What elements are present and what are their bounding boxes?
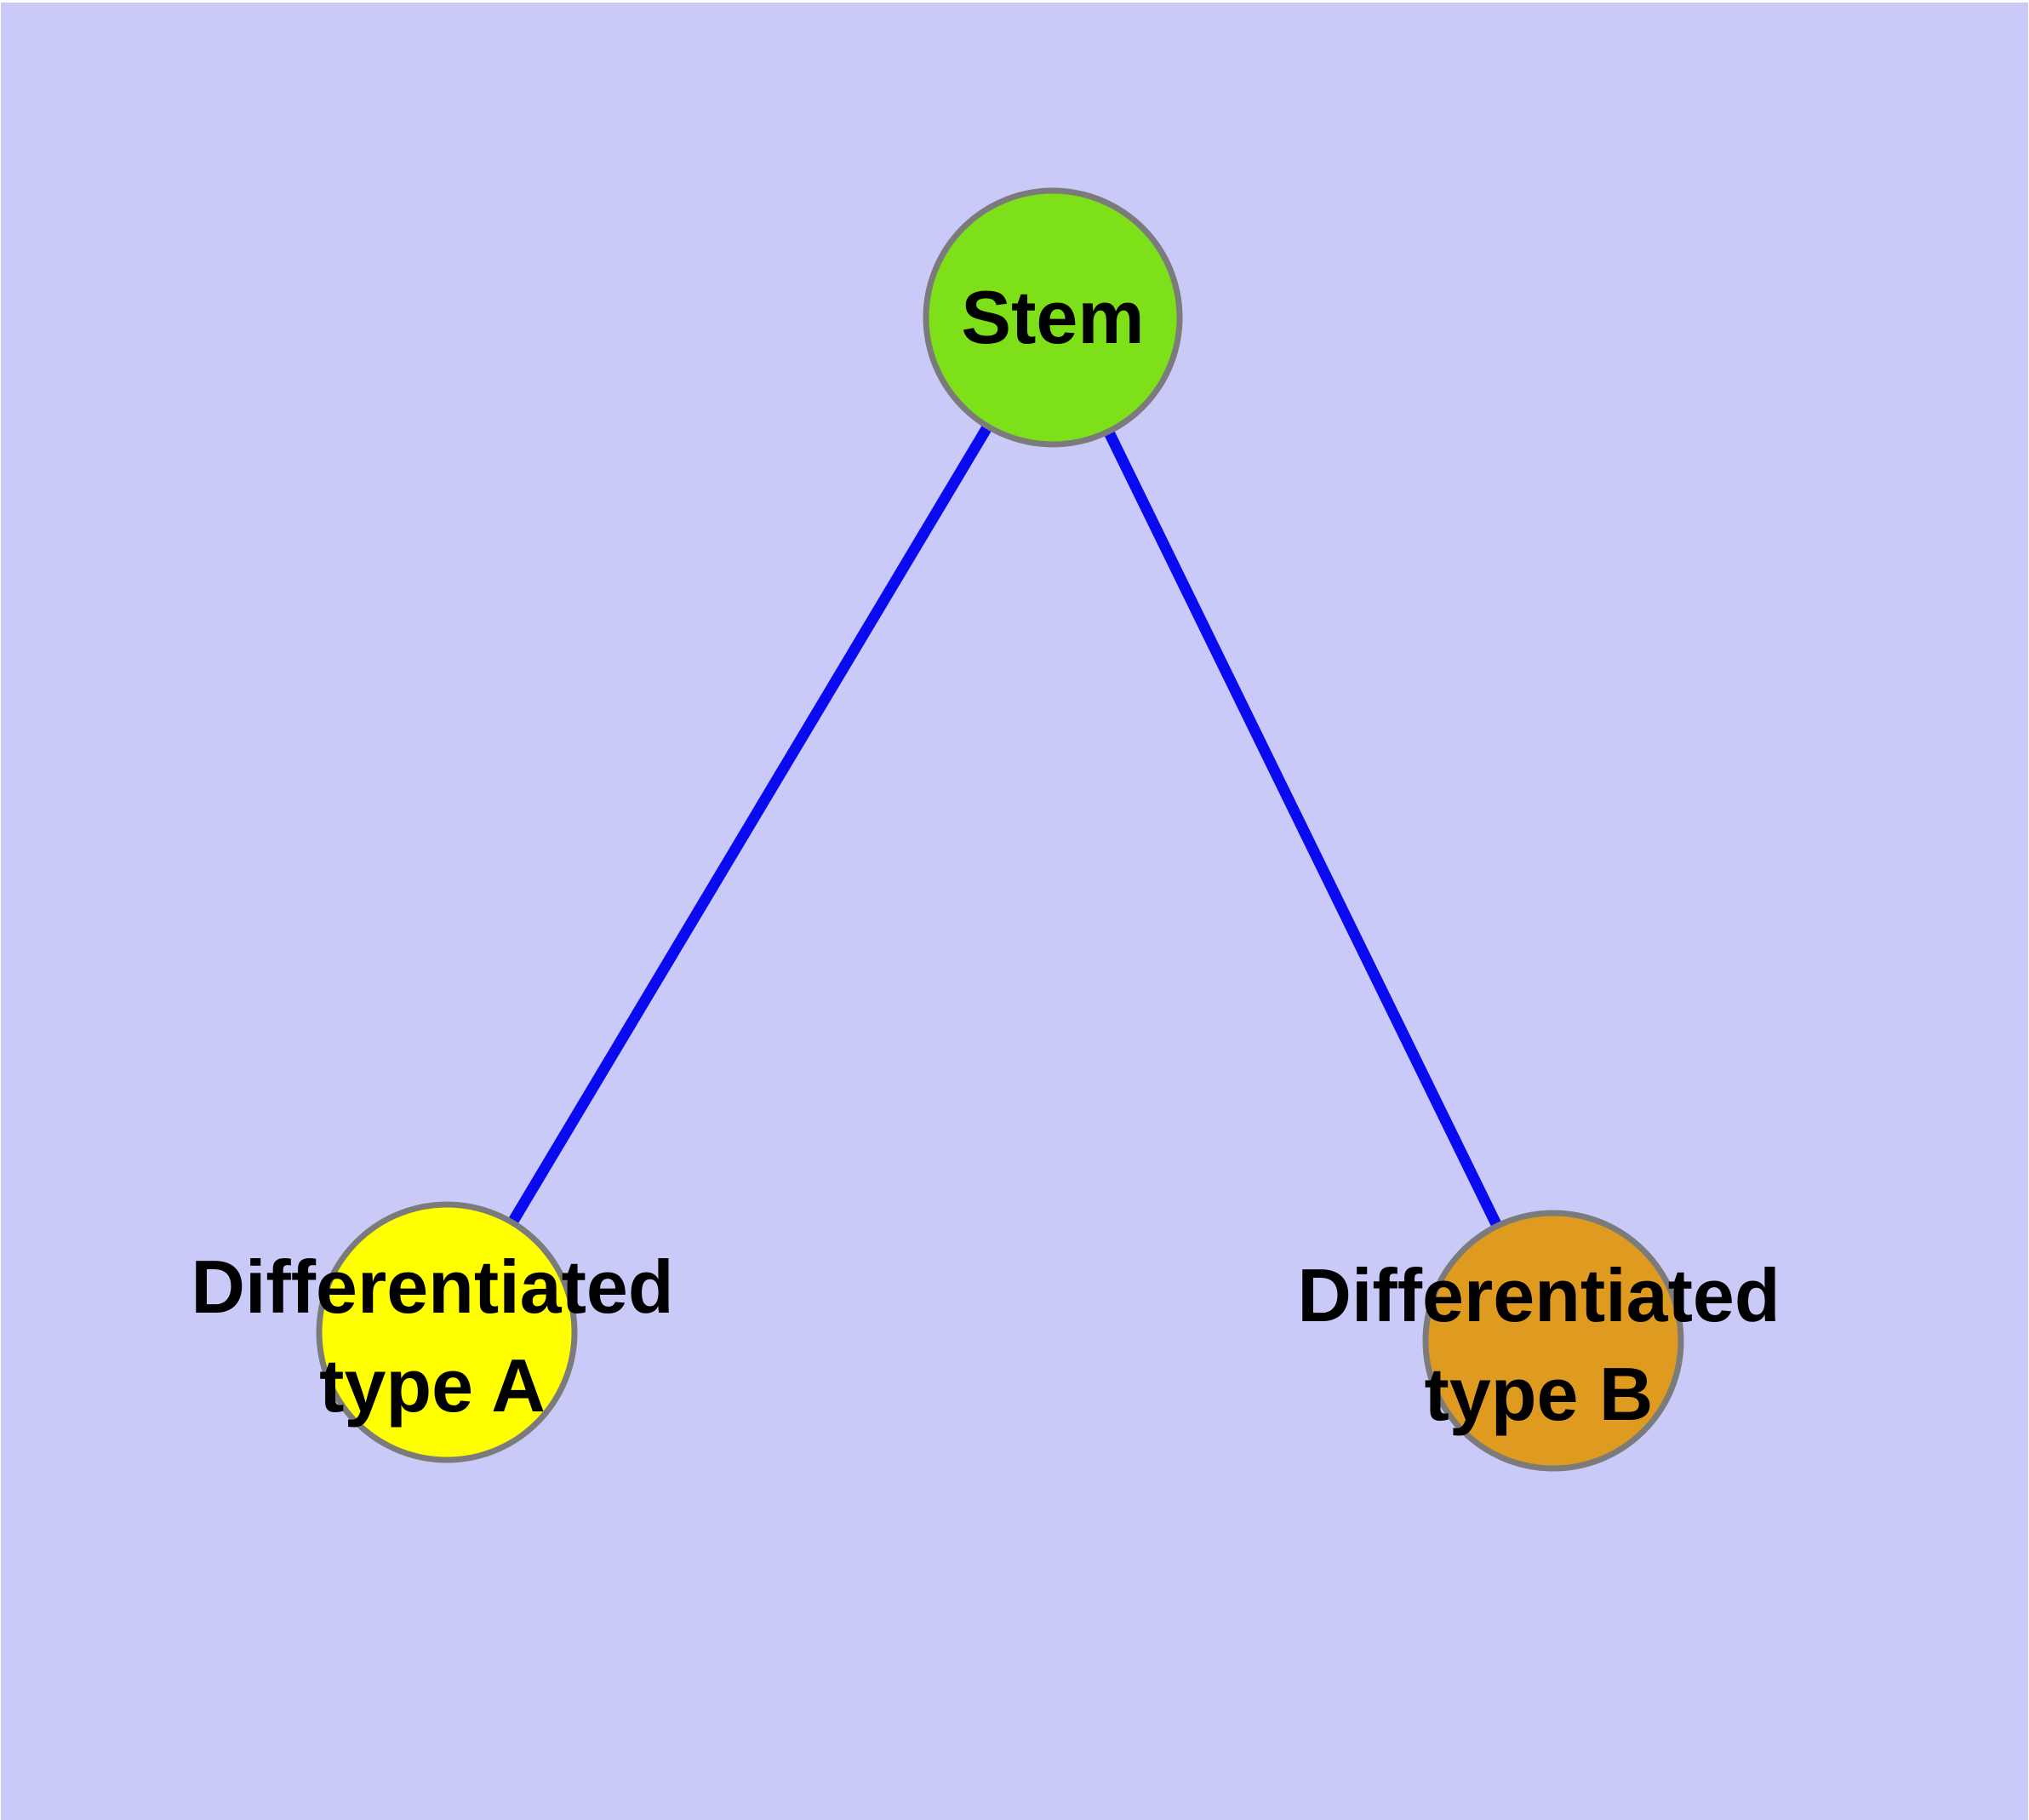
node-stem (923, 187, 1183, 448)
node-differentiated-type-b-label: Differentiated type B (1297, 1246, 1780, 1444)
node-differentiated-type-b (1422, 1210, 1684, 1472)
label-line-1: Differentiated (1297, 1253, 1780, 1337)
label-line-1: Differentiated (191, 1245, 674, 1329)
diagram-background: Stem Differentiated type A Differentiate… (1, 3, 2028, 1820)
label-line-2: type B (1424, 1352, 1654, 1436)
edge-stem-to-type-b (1048, 315, 1558, 1343)
graph-canvas (316, 187, 1684, 1472)
node-stem-label: Stem (961, 275, 1145, 359)
node-differentiated-type-a-label: Differentiated type A (191, 1238, 673, 1435)
edge-stem-to-type-a (442, 314, 1058, 1336)
label-line-2: type A (319, 1343, 546, 1428)
node-differentiated-type-a (316, 1201, 578, 1463)
